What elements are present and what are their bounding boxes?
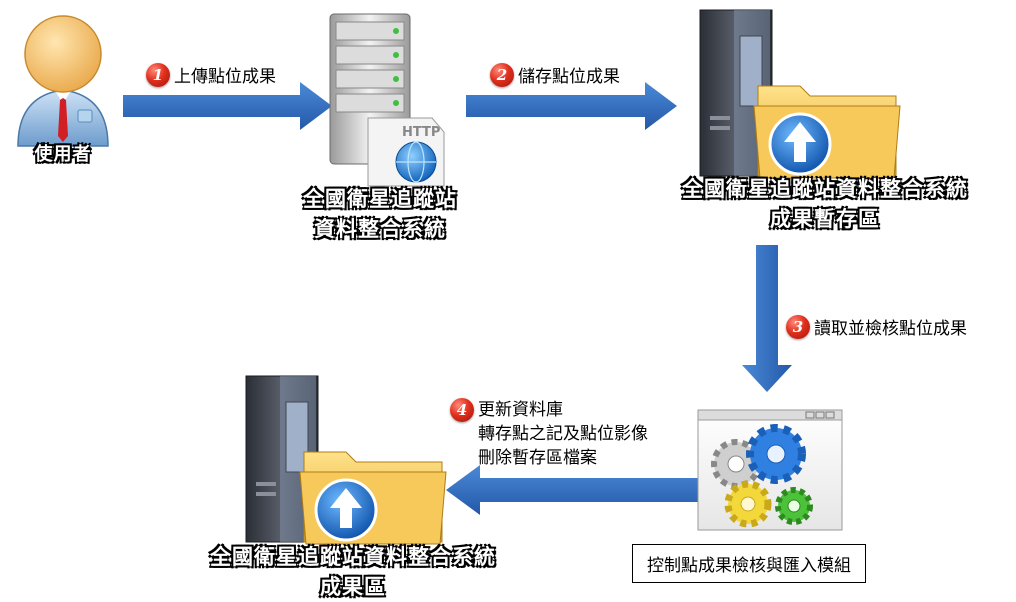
result-storage-node xyxy=(236,372,456,552)
step-4-label: 4 更新資料庫 轉存點之記及點位影像 刪除暫存區檔案 xyxy=(450,398,648,470)
http-tag: HTTP xyxy=(402,125,440,140)
tower-folder-icon-result xyxy=(245,375,447,545)
step-3-text: 讀取並檢核點位成果 xyxy=(814,319,967,339)
arrow-1 xyxy=(123,82,332,130)
temp-storage-node xyxy=(690,6,910,186)
result-storage-caption-line1: 全國衛星追蹤站資料整合系統 xyxy=(210,545,496,569)
temp-storage-caption-line2: 成果暫存區 xyxy=(770,207,880,231)
web-server-caption: 全國衛星追蹤站 資料整合系統 xyxy=(270,184,490,244)
user-label: 使用者 xyxy=(34,144,92,165)
module-label: 控制點成果檢核與匯入模組 xyxy=(632,544,866,583)
gears-window-icon xyxy=(697,409,843,531)
web-server-caption-line2: 資料整合系統 xyxy=(314,217,446,241)
arrow-3 xyxy=(742,245,792,392)
temp-storage-caption-line1: 全國衛星追蹤站資料整合系統 xyxy=(682,177,968,201)
step-2-label: 2 儲存點位成果 xyxy=(490,62,620,87)
temp-storage-caption: 全國衛星追蹤站資料整合系統 成果暫存區 xyxy=(650,174,1000,234)
step-2-text: 儲存點位成果 xyxy=(518,67,620,87)
step-4-badge: 4 xyxy=(450,398,474,422)
module-window xyxy=(696,408,846,534)
step-2-badge: 2 xyxy=(490,62,514,87)
step-3-label: 3 讀取並檢核點位成果 xyxy=(786,314,967,339)
result-storage-caption: 全國衛星追蹤站資料整合系統 成果區 xyxy=(178,542,528,602)
step-1-label: 1 上傳點位成果 xyxy=(146,62,276,87)
server-icon: HTTP xyxy=(329,13,445,187)
user-icon xyxy=(17,15,109,147)
web-server-node: HTTP xyxy=(320,10,445,190)
step-1-text: 上傳點位成果 xyxy=(174,67,276,87)
user-node: 使用者 xyxy=(8,8,118,168)
web-server-caption-line1: 全國衛星追蹤站 xyxy=(303,187,457,211)
result-storage-caption-line2: 成果區 xyxy=(320,575,386,599)
step-3-badge: 3 xyxy=(786,314,810,339)
tower-folder-icon xyxy=(699,9,901,179)
arrow-2 xyxy=(466,82,677,130)
step-1-badge: 1 xyxy=(146,62,170,87)
arrow-4 xyxy=(446,465,698,515)
step-4-line1: 更新資料庫 xyxy=(478,400,563,420)
step-4-line2: 轉存點之記及點位影像 xyxy=(478,424,648,444)
step-4-line3: 刪除暫存區檔案 xyxy=(478,448,597,468)
